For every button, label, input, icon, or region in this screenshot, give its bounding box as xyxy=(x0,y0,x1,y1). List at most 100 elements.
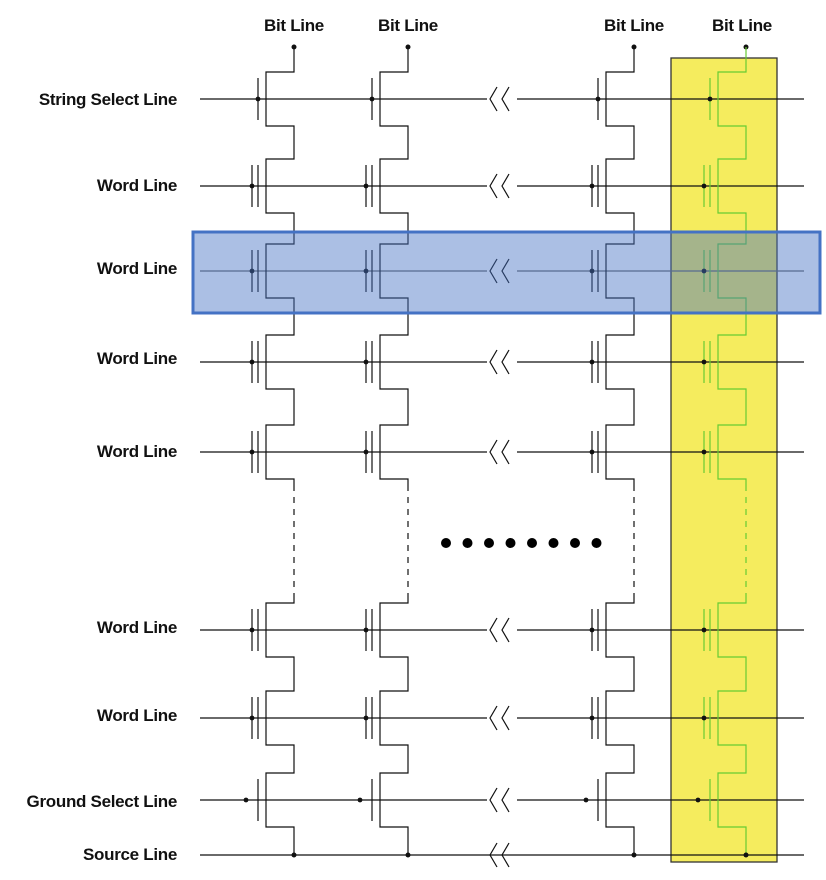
gate-contact xyxy=(363,359,369,365)
gate-contact xyxy=(363,449,369,455)
ellipsis-dot xyxy=(548,538,559,548)
labels: Bit Line Bit Line Bit Line Bit Line Stri… xyxy=(27,16,773,864)
line-break-icon xyxy=(489,349,498,375)
gate-contact xyxy=(695,797,701,803)
line-break-icon xyxy=(501,86,510,112)
transistor-channel xyxy=(265,597,295,663)
transistor-channel xyxy=(717,238,747,304)
line-break-icon xyxy=(489,439,498,465)
ellipsis-dot xyxy=(570,538,580,548)
gate-contact xyxy=(363,715,369,721)
gate-contact xyxy=(707,96,713,102)
circuit-wires xyxy=(200,44,804,868)
gate-contact xyxy=(701,627,707,633)
transistor-channel xyxy=(605,153,635,219)
source-contact xyxy=(631,852,637,858)
string-highlight-layer xyxy=(670,57,778,863)
transistor-channel xyxy=(605,238,635,304)
row-label-string-select: String Select Line xyxy=(39,90,177,109)
transistor-channel xyxy=(605,685,635,751)
line-break-icon xyxy=(489,705,498,731)
ellipsis-dot xyxy=(591,538,602,548)
source-contact xyxy=(291,852,297,858)
gate-contact xyxy=(363,183,369,189)
transistor-channel xyxy=(379,419,409,485)
source-contact xyxy=(743,852,749,858)
gate-contact xyxy=(363,627,369,633)
line-break-icon xyxy=(501,349,510,375)
line-break-icon xyxy=(501,787,510,813)
line-break-icon xyxy=(501,617,510,643)
gate-contact xyxy=(583,797,589,803)
transistor-channel xyxy=(265,66,295,132)
line-break-icon xyxy=(501,439,510,465)
gate-contact xyxy=(589,359,595,365)
row-label-word-3: Word Line xyxy=(97,349,177,368)
transistor-channel xyxy=(605,329,635,395)
string-highlight-rect xyxy=(670,57,778,863)
gate-contact xyxy=(589,183,595,189)
page-highlight-layer xyxy=(191,230,822,315)
row-label-word-2: Word Line xyxy=(97,259,177,278)
transistor-channel xyxy=(605,66,635,132)
line-break-icon xyxy=(489,787,498,813)
gate-contact xyxy=(249,183,255,189)
gate-contact xyxy=(701,449,707,455)
row-label-word-4: Word Line xyxy=(97,442,177,461)
transistor-channel xyxy=(605,597,635,663)
bit-line-label-4: Bit Line xyxy=(712,16,772,35)
source-contact xyxy=(405,852,411,858)
transistor-channel xyxy=(379,153,409,219)
gate-contact xyxy=(249,449,255,455)
transistor-channel xyxy=(379,597,409,663)
transistor-channel xyxy=(379,329,409,395)
gate-contact xyxy=(369,96,375,102)
gate-contact xyxy=(701,715,707,721)
transistor-channel xyxy=(717,153,747,219)
transistor-channel xyxy=(717,66,747,132)
bit-line-label-2: Bit Line xyxy=(378,16,438,35)
line-break-icon xyxy=(501,258,510,284)
gate-contact xyxy=(589,449,595,455)
transistor-channel xyxy=(265,685,295,751)
transistor-channel xyxy=(717,419,747,485)
gate-contact xyxy=(249,268,255,274)
gate-contact xyxy=(589,715,595,721)
bit-line-label-1: Bit Line xyxy=(264,16,324,35)
gate-contact xyxy=(249,627,255,633)
gate-contact xyxy=(357,797,363,803)
ellipsis-dot xyxy=(441,538,451,548)
gate-contact xyxy=(243,797,249,803)
row-label-word-1: Word Line xyxy=(97,176,177,195)
transistor-channel xyxy=(717,685,747,751)
gate-contact xyxy=(249,359,255,365)
transistor-channel xyxy=(717,329,747,395)
gate-contact xyxy=(701,268,707,274)
ellipsis-dot xyxy=(484,538,494,548)
transistor-channel xyxy=(379,66,409,132)
line-break-icon xyxy=(501,173,510,199)
bit-line-label-3: Bit Line xyxy=(604,16,664,35)
gate-contact xyxy=(701,359,707,365)
line-break-icon xyxy=(501,842,510,868)
gate-contact xyxy=(701,183,707,189)
row-label-ground-select: Ground Select Line xyxy=(27,792,177,811)
page-highlight-rect xyxy=(191,230,822,315)
gate-contact xyxy=(249,715,255,721)
line-break-icon xyxy=(489,86,498,112)
line-break-icon xyxy=(489,617,498,643)
gate-contact xyxy=(255,96,261,102)
row-label-word-5: Word Line xyxy=(97,618,177,637)
line-break-icon xyxy=(501,705,510,731)
transistor-channel xyxy=(265,329,295,395)
line-break-icon xyxy=(489,258,498,284)
transistor-channel xyxy=(379,685,409,751)
ellipsis-dot xyxy=(462,538,473,548)
gate-contact xyxy=(589,268,595,274)
gate-contact xyxy=(363,268,369,274)
transistor-channel xyxy=(265,238,295,304)
transistor-channel xyxy=(379,238,409,304)
transistor-channel xyxy=(379,767,409,833)
transistor-channel xyxy=(265,153,295,219)
